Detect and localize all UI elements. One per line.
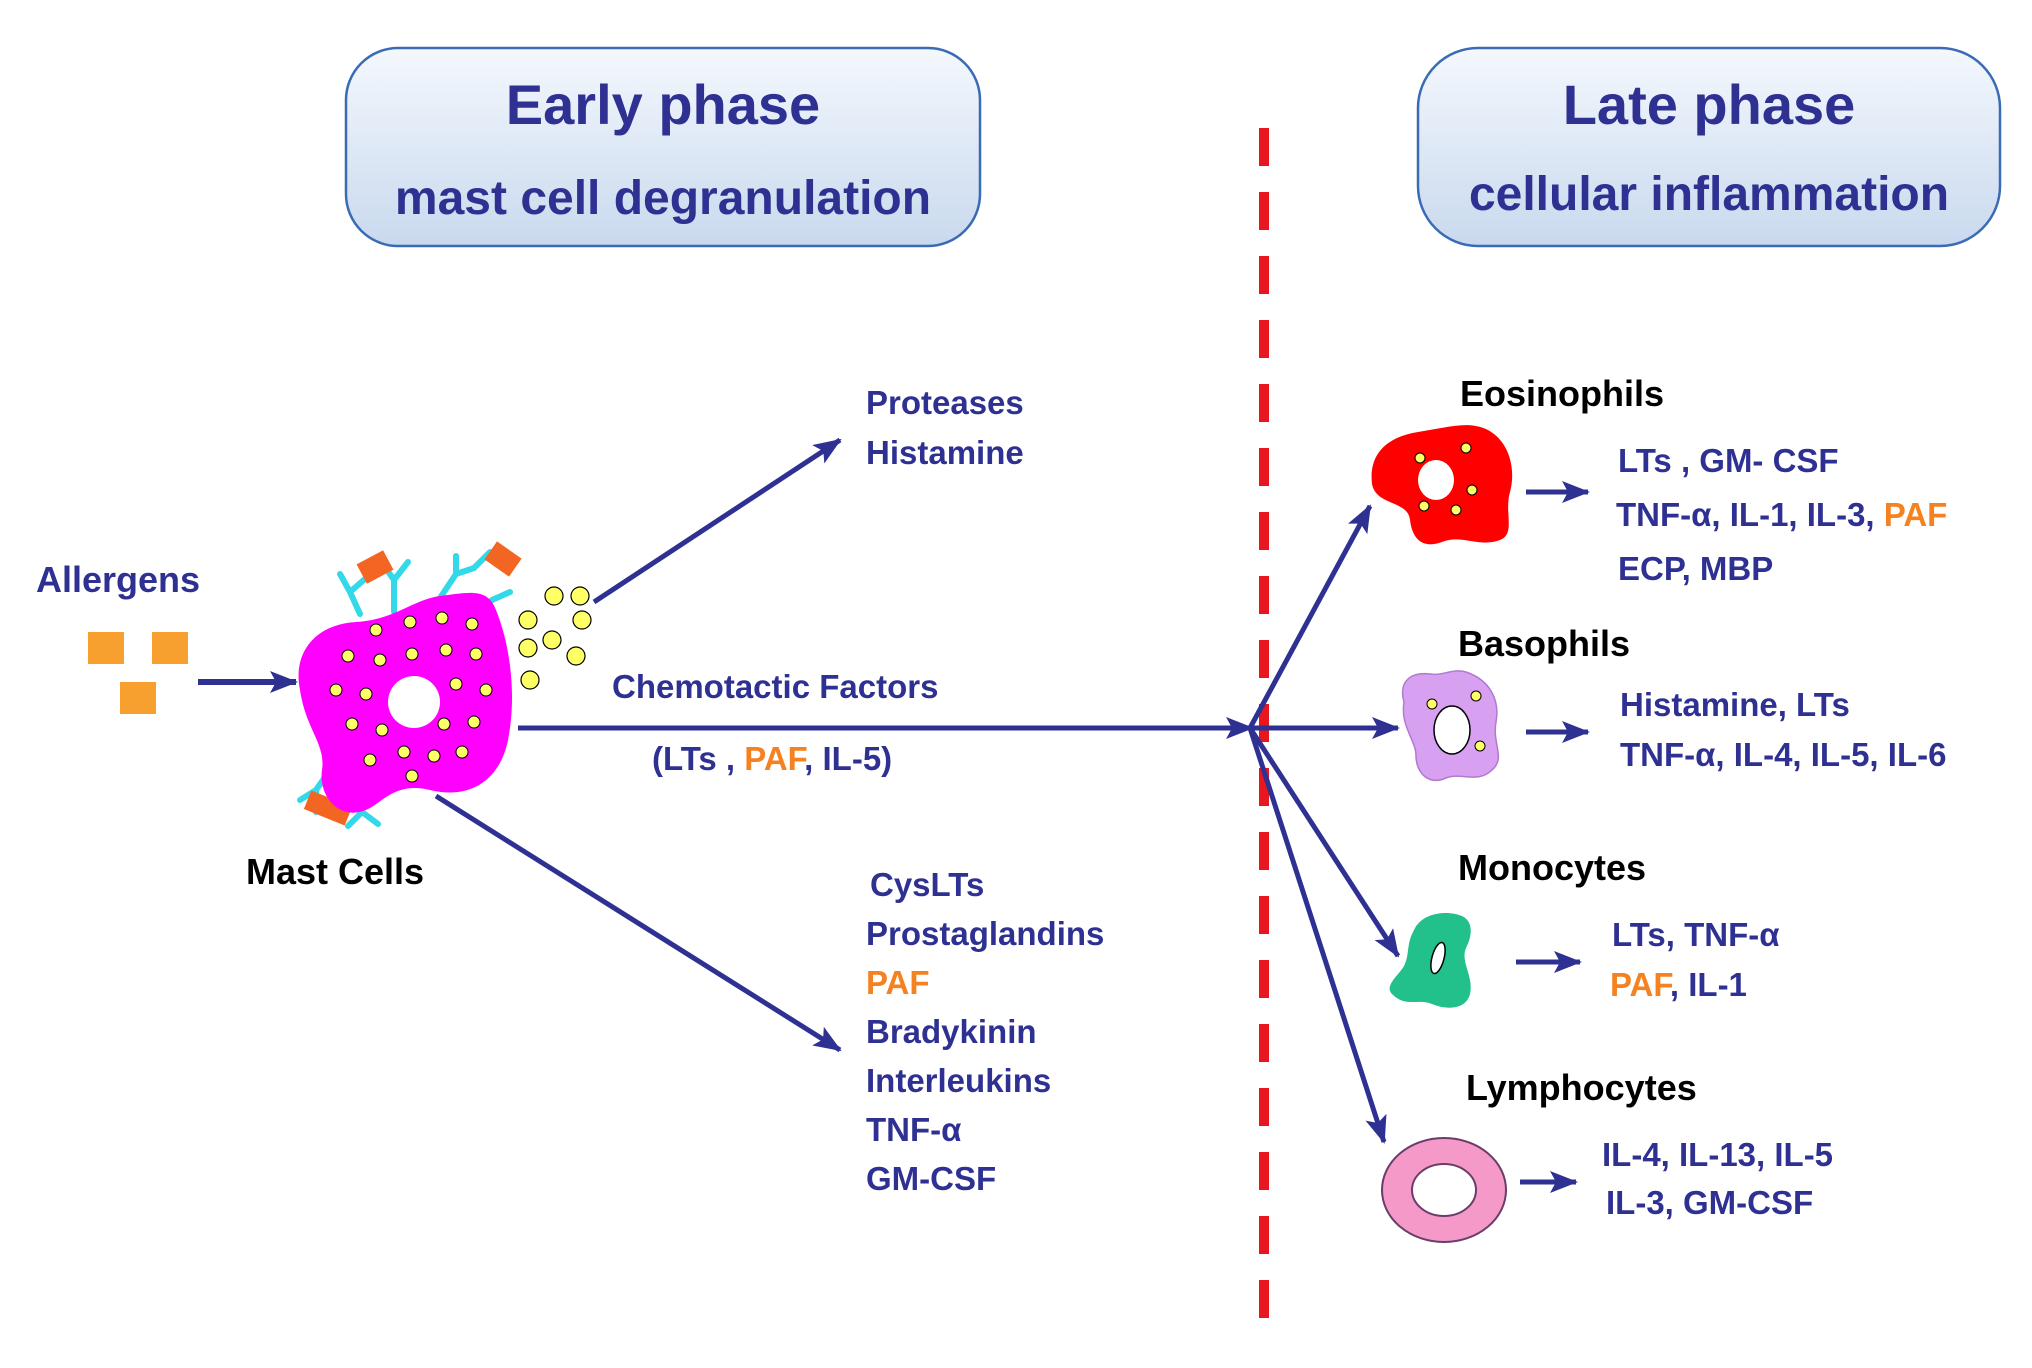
early-phase-header: Early phase mast cell degranulation xyxy=(344,46,982,248)
monocyte-line-2-b: , IL-1 xyxy=(1670,966,1747,1003)
lower-mediator-item: Bradykinin xyxy=(866,1013,1037,1050)
arrow-to-lipid-mediators xyxy=(434,793,842,1053)
arrow-to-proteases xyxy=(592,437,842,605)
late-phase-header: Late phase cellular inflammation xyxy=(1416,46,2002,248)
allergen-particles xyxy=(88,632,188,714)
mast-cells-label: Mast Cells xyxy=(246,851,424,892)
lower-mediator-item: TNF-α xyxy=(866,1111,961,1148)
mediator-histamine: Histamine xyxy=(866,434,1024,471)
mast-cell-granules xyxy=(329,611,493,783)
lower-mediator-item: Interleukins xyxy=(866,1062,1051,1099)
lymphocyte-cell xyxy=(1381,1137,1507,1243)
lower-mediator-item: Prostaglandins xyxy=(866,915,1104,952)
receptor-allergens xyxy=(303,541,522,826)
basophil-cell xyxy=(1401,670,1500,781)
mast-cell xyxy=(297,541,522,829)
chemotactic-close: , IL-5) xyxy=(804,740,892,777)
late-phase-title: Late phase xyxy=(1563,73,1856,136)
late-phase-arrows xyxy=(1247,504,1401,1144)
lymphocyte-line-2: IL-3, GM-CSF xyxy=(1606,1184,1813,1221)
chemotactic-factors-title: Chemotactic Factors xyxy=(612,668,938,705)
basophils-label: Basophils xyxy=(1458,623,1630,664)
monocyte-line-2: PAF, IL-1 xyxy=(1610,966,1747,1003)
monocyte-line-1: LTs, TNF-α xyxy=(1612,916,1780,953)
eosinophil-line-1: LTs , GM- CSF xyxy=(1618,442,1839,479)
lymphocyte-line-1: IL-4, IL-13, IL-5 xyxy=(1602,1136,1833,1173)
lower-mediator-item: PAF xyxy=(866,964,930,1001)
monocytes-label: Monocytes xyxy=(1458,847,1646,888)
basophil-line-2: TNF-α, IL-4, IL-5, IL-6 xyxy=(1620,736,1946,773)
early-phase-title: Early phase xyxy=(506,73,820,136)
eosinophil-cell xyxy=(1371,425,1513,545)
monocyte-cell xyxy=(1389,912,1471,1008)
chemotactic-open: (LTs , xyxy=(652,740,744,777)
basophil-line-1: Histamine, LTs xyxy=(1620,686,1850,723)
chemotactic-factors-list: (LTs , PAF, IL-5) xyxy=(652,740,892,777)
eosinophil-line-2: TNF-α, IL-1, IL-3, PAF xyxy=(1616,496,1947,533)
chemotactic-paf: PAF xyxy=(744,740,806,777)
lower-mediator-item: CysLTs xyxy=(870,866,984,903)
monocyte-line-2-paf: PAF xyxy=(1610,966,1672,1003)
eosinophil-line-3: ECP, MBP xyxy=(1618,550,1773,587)
lower-mediator-item: GM-CSF xyxy=(866,1160,996,1197)
allergens-label: Allergens xyxy=(36,559,200,600)
eosinophils-label: Eosinophils xyxy=(1460,373,1664,414)
eosinophil-line-2-paf: PAF xyxy=(1884,496,1948,533)
mediator-proteases: Proteases xyxy=(866,384,1024,421)
late-phase-subtitle: cellular inflammation xyxy=(1469,168,1949,221)
early-phase-subtitle: mast cell degranulation xyxy=(395,172,931,225)
mast-cell-nucleus xyxy=(388,676,440,728)
released-granules xyxy=(518,586,592,690)
lymphocytes-label: Lymphocytes xyxy=(1466,1067,1697,1108)
eosinophil-line-2-a: TNF-α, IL-1, IL-3, xyxy=(1616,496,1884,533)
